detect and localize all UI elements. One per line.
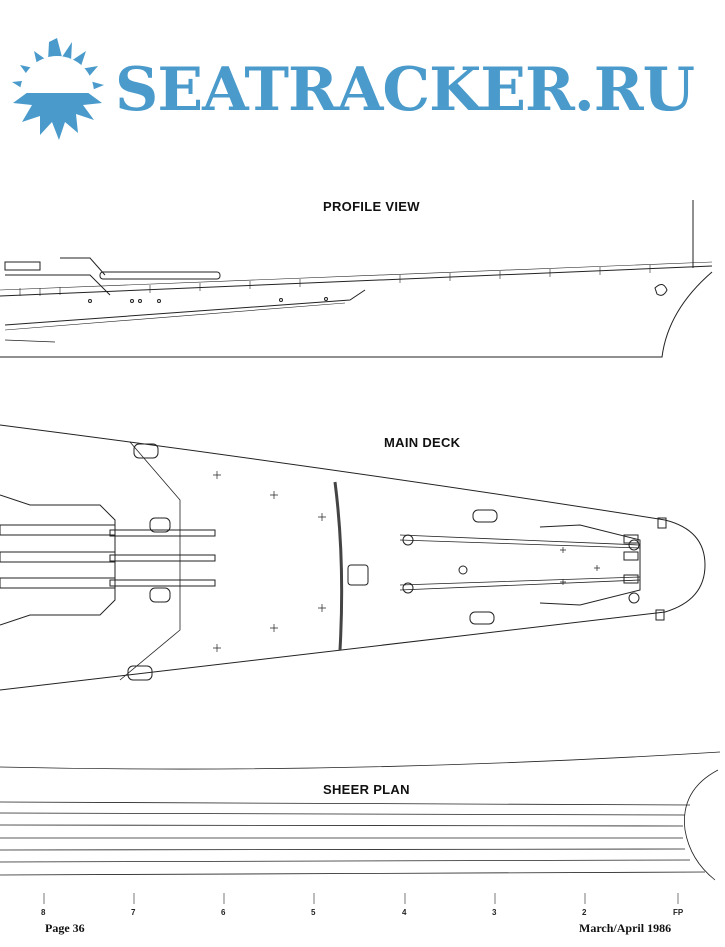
issue-date: March/April 1986 (579, 921, 672, 935)
station-label: 6 (221, 908, 226, 917)
profile-view-title: PROFILE VIEW (323, 199, 420, 214)
sheer-plan-drawing (0, 751, 721, 904)
sun-logo-icon (12, 38, 104, 140)
station-label: 4 (402, 908, 407, 917)
sheer-plan-title: SHEER PLAN (323, 782, 410, 797)
page-number: Page 36 (45, 921, 85, 935)
station-label: 5 (311, 908, 316, 917)
station-label: 2 (582, 908, 587, 917)
station-label: 3 (492, 908, 497, 917)
watermark: SEATRACKER.RU (115, 55, 695, 125)
main-deck-drawing (0, 424, 706, 691)
station-label: FP (673, 908, 684, 917)
main-deck-title: MAIN DECK (384, 435, 461, 450)
station-label: 7 (131, 908, 136, 917)
station-label: 8 (41, 908, 46, 917)
profile-view-drawing (0, 200, 713, 358)
